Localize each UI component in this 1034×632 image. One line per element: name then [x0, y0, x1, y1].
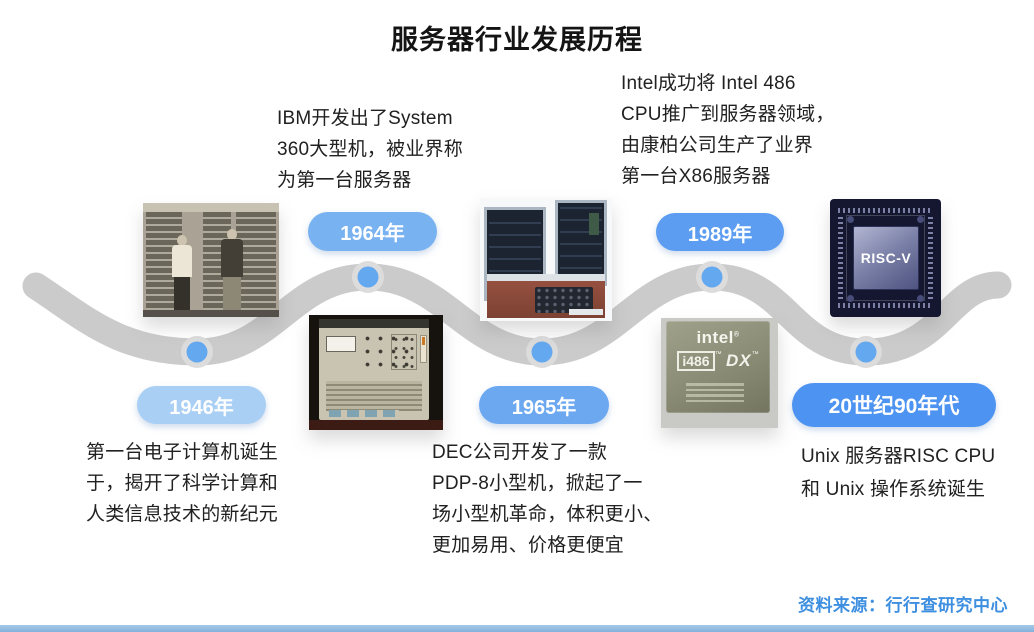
console-keyboard [535, 287, 593, 313]
dec-pdp8-photo [309, 315, 443, 430]
milestone-text-1946: 第一台电子计算机诞生 于，揭开了科学计算和 人类信息技术的新纪元 [86, 442, 279, 525]
mainframe-base [487, 274, 605, 318]
year-badge-1946: 1946年 [137, 386, 266, 424]
mainframe-cabinet [555, 200, 607, 286]
panel-meter [326, 336, 356, 352]
ibm-system360-photo [480, 198, 612, 321]
minicomputer-rack [319, 319, 429, 420]
year-badge-1965: 1965年 [479, 386, 609, 424]
indicator-lamp [420, 335, 427, 363]
year-badge-1964: 1964年 [308, 212, 437, 251]
riscv-label: RISC-V [860, 250, 912, 266]
chip-die: RISC-V [853, 226, 919, 290]
timeline-dot-1990s [850, 336, 882, 368]
chip-pins [928, 217, 933, 299]
vent-slats [326, 381, 422, 411]
milestone-text-1989: Intel成功将 Intel 486 CPU推广到服务器领域， 由康柏公司生产了… [621, 73, 835, 187]
riscv-chip-photo: RISC-V [830, 199, 941, 317]
timeline-dot-1989 [696, 261, 728, 293]
footer-bar [0, 625, 1034, 632]
milestone-text-1964: IBM开发出了System 360大型机，被业界称 为第一台服务器 [277, 108, 463, 191]
intel-logo: intel® [696, 328, 740, 347]
eniac-photo [143, 203, 279, 317]
milestone-text-1990s: Unix 服务器RISC CPU 和 Unix 操作系统诞生 [801, 446, 996, 500]
year-badge-1990s: 20世纪90年代 [792, 383, 996, 427]
timeline-dot-1964 [352, 261, 384, 293]
year-badge-1989: 1989年 [656, 213, 784, 251]
timeline-dot-1946 [181, 336, 213, 368]
person-figure [177, 235, 187, 246]
chip-pins [838, 208, 933, 213]
timeline-dot-1965 [526, 336, 558, 368]
chip-pins [838, 303, 933, 308]
photo-ceiling [143, 203, 279, 212]
page-title: 服务器行业发展历程 [391, 25, 643, 55]
milestone-text-1965: DEC公司开发了一款 PDP-8小型机，掀起了一 场小型机革命，体积更小、 更加… [432, 442, 663, 556]
person-figure [227, 229, 237, 240]
chip-pins [838, 217, 843, 299]
source-note: 资料来源：行行查研究中心 [798, 596, 1008, 615]
chip-fineprint [686, 383, 744, 405]
